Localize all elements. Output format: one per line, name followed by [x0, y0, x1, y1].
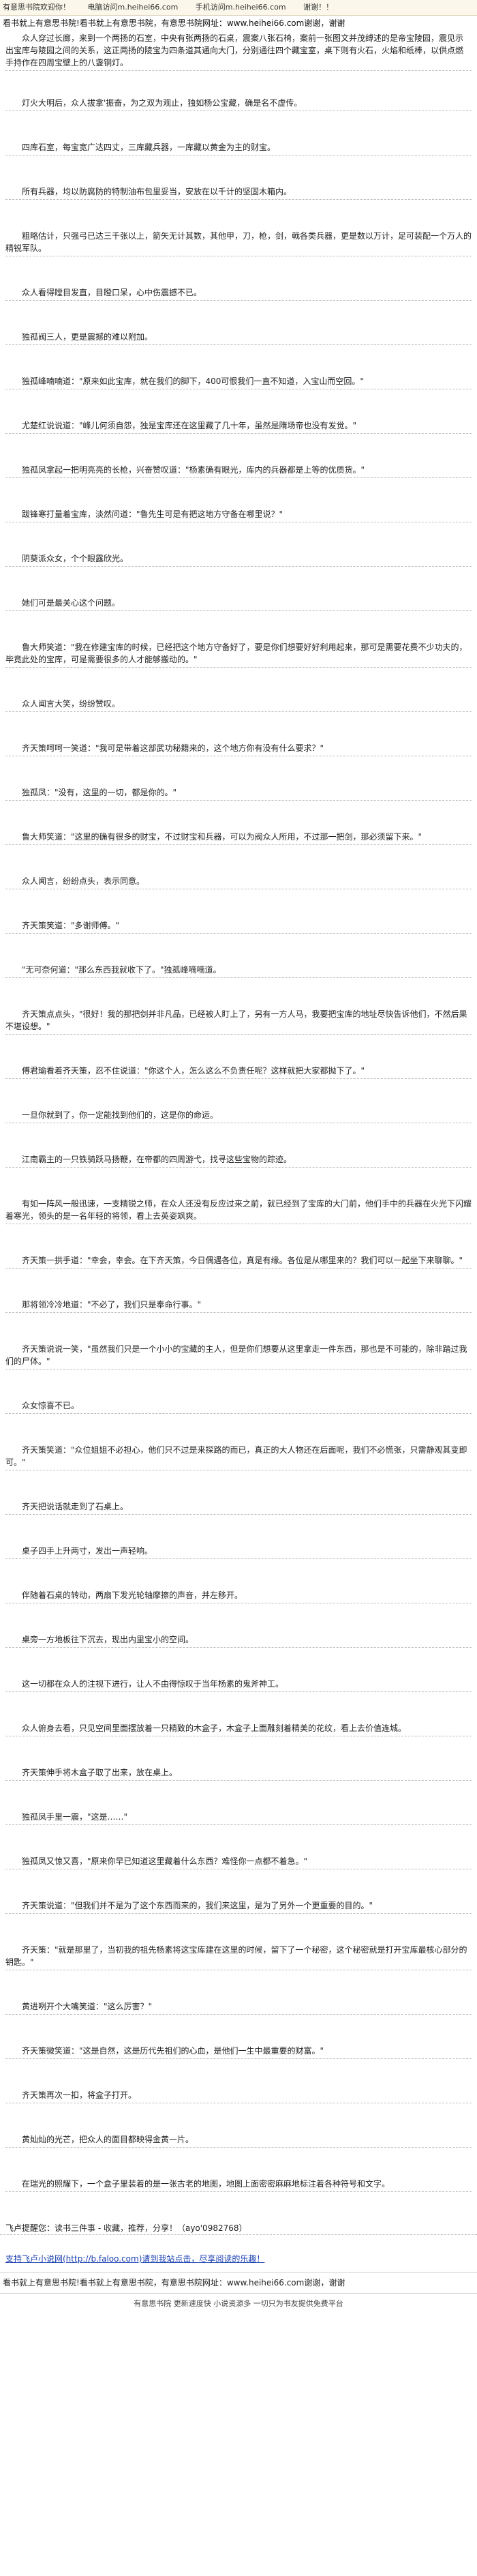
paragraph: 伴随着石桌的转动，两扇下发光轮轴摩擦的声音，并左移开。: [5, 1589, 472, 1603]
paragraph: 独孤凤拿起一把明亮亮的长枪，兴奋赞叹道："杨素确有眼光，库内的兵器都是上等的优质…: [5, 464, 472, 478]
paragraph: 众人看得瞠目发直，目瞪口呆，心中伤震撼不已。: [5, 286, 472, 301]
reading-tip: 飞卢提醒您：读书三件事 - 收藏，推荐，分享！（ayo'0982768）: [0, 2222, 477, 2235]
paragraph: 黄进咧开个大嘴笑道："这么厉害？": [5, 2000, 472, 2015]
paragraph: 齐天策微笑道："这是自然，这是历代先祖们的心血，是他们一生中最重要的财富。": [5, 2045, 472, 2059]
paragraph: 齐天把说话就走到了石桌上。: [5, 1500, 472, 1515]
paragraph: 齐天策说说一笑，"虽然我们只是一个小小的宝藏的主人，但是你们想要从这里拿走一件东…: [5, 1343, 472, 1370]
paragraph: 鲁大师笑道："这里的确有很多的财宝，不过财宝和兵器，可以为阀众人所用，不过那一把…: [5, 831, 472, 845]
intro-line-2: 众人穿过长廊，来到一个两扬的石室，中央有张两扬的石桌，震案八张石椅，案前一张: [22, 33, 333, 43]
paragraph: 一旦你就到了，你一定能找到他们的，这是你的命运。: [5, 1109, 472, 1123]
paragraph: 独孤峰喃喃道："原来如此宝库，就在我们的脚下，400可恨我们一直不知道，入宝山而…: [5, 375, 472, 389]
paragraph: 灯火大明后，众人拔拿'振奋，为之双为观止，独如杨公宝藏，确是名不虚传。: [5, 97, 472, 111]
paragraph: 黄灿灿的光芒，把众人的面目都映得金黄一片。: [5, 2133, 472, 2148]
paragraph: 桌子四手上升两寸，发出一声轻响。: [5, 1545, 472, 1559]
paragraph: 傅君瑜看着齐天策，忍不住说道："你这个人，怎么这么不负责任呢？这样就把大家都抛下…: [5, 1065, 472, 1079]
support-link[interactable]: 支持飞卢小说网(http://b.faloo.com)请到我站点击，尽享阅读的乐…: [5, 2254, 265, 2264]
paragraph: 独孤凤："没有，这里的一切，都是你的。": [5, 786, 472, 801]
paragraph: 齐天策："就是那里了，当初我的祖先杨素将这宝库建在这里的时候，留下了一个秘密，这…: [5, 1944, 472, 1970]
paragraph: 众人闻言，纷纷点头，表示同意。: [5, 875, 472, 889]
paragraph: 众女惊喜不已。: [5, 1400, 472, 1414]
paragraph: 四库石室，每宝宽广达四丈，三库藏兵器，一库藏以黄金为主的财宝。: [5, 141, 472, 156]
intro-line-4: 道其通向大门，分别通往四个藏宝室，桌下则有火石，火焰和纸棒，以供点燃手持作在四: [5, 46, 464, 68]
paragraph: 独孤凤又惊又喜，"原来你早已知道这里藏着什么东西？难怪你一点都不着急。": [5, 1855, 472, 1869]
paragraph: 那将领冷冷地道："不必了，我们只是奉命行事。": [5, 1299, 472, 1313]
paragraph: 齐天策说道："但我们并不是为了这个东西而来的，我们来这里，是为了另外一个更重要的…: [5, 1899, 472, 1914]
paragraph: 江南霸主的一只铁骑跃马扬鞭，在帝都的四周游弋，找寻这些宝物的踪迹。: [5, 1153, 472, 1168]
paragraph: 桌旁一方地板往下沉去，现出内里宝小的空间。: [5, 1633, 472, 1648]
paragraph: 在瑞光的照耀下，一个盒子里装着的是一张古老的地图，地图上面密密麻麻地标注着各种符…: [5, 2178, 472, 2192]
paragraph: 齐天策呵呵一笑道："我可是带着这部武功秘籍来的，这个地方你有没有什么要求？": [5, 742, 472, 756]
paragraph: 独孤阀三人，更是震撼的难以附加。: [5, 331, 472, 345]
paragraph: 齐天策笑道："多谢师傅。": [5, 919, 472, 934]
support-line: 支持飞卢小说网(http://b.faloo.com)请到我站点击，尽享阅读的乐…: [0, 2253, 477, 2265]
paragraph: "无可奈何道："那么东西我就收下了。"独孤峰嘀嘀道。: [5, 964, 472, 978]
bottom-tagline: 有意思书院 更新速度快 小说资源多 一切只为书友提供免费平台: [134, 2299, 343, 2308]
paragraph: 齐天策一拱手道："幸会，幸会。在下齐天策，今日偶遇各位，真是有缘。各位是从哪里来…: [5, 1254, 472, 1269]
paragraph: 鲁大师笑道："我在修建宝库的时候，已经把这个地方守备好了，要是你们想要好好利用起…: [5, 641, 472, 668]
paragraph: 有如一阵风一般迅速，一支精锐之师，在众人还没有反应过来之前，就已经到了宝库的大门…: [5, 1198, 472, 1224]
paragraph: 尤楚红说说道："峰儿何须自怨，独是宝库还在这里藏了几十年，虽然是隋场帝也没有发觉…: [5, 419, 472, 434]
mobile-link[interactable]: 手机访问m.heihei66.com: [195, 3, 286, 12]
chapter-content: 众人穿过长廊，来到一个两扬的石室，中央有张两扬的石桌，震案八张石椅，案前一张图文…: [0, 29, 477, 2192]
paragraph: 粗略估计，只强弓已达三千张以上，箭矢无计其数，其他甲，刀，枪，剑，戟各类兵器，更…: [5, 230, 472, 256]
intro-line-5: 周宝壁上的八盏铜灯。: [46, 58, 129, 68]
paragraph: 所有兵器，均以防腐防的特制油布包里妥当，安放在以千计的坚固木箱内。: [5, 186, 472, 200]
paragraph: 阴葵派众女，个个眼露欣光。: [5, 552, 472, 567]
paragraph: 独孤凤手里一震，"这是……": [5, 1811, 472, 1825]
paragraph: 众人闻言大笑，纷纷赞叹。: [5, 698, 472, 712]
thanks-text: 谢谢！！: [303, 3, 334, 12]
banner-line-1: 看书就上有意思书院!看书就上有意思书院，有意思书院网址：www.heihei66…: [3, 18, 345, 28]
intro-paragraph: 众人穿过长廊，来到一个两扬的石室，中央有张两扬的石桌，震案八张石椅，案前一张图文…: [5, 32, 472, 71]
paragraph: 齐天策点点头，"很好！我的那把剑并非凡品，已经被人盯上了，另有一方人马，我要把宝…: [5, 1008, 472, 1035]
paragraph-list: 灯火大明后，众人拔拿'振奋，为之双为观止，独如杨公宝藏，确是名不虚传。四库石室，…: [5, 97, 472, 2192]
paragraph: 这一切都在众人的注视下进行，让人不由得惊叹于当年杨素的鬼斧神工。: [5, 1678, 472, 1692]
paragraph: 众人俯身去看，只见空间里面摆放着一只精致的木盒子，木盒子上面雕刻着精美的花纹，看…: [5, 1722, 472, 1736]
paragraph: 齐天策伸手将木盒子取了出来，放在桌上。: [5, 1766, 472, 1781]
banner: 看书就上有意思书院!看书就上有意思书院，有意思书院网址：www.heihei66…: [0, 17, 477, 29]
paragraph: 她们可是最关心这个问题。: [5, 597, 472, 611]
paragraph: 齐天策再次一扣，将盒子打开。: [5, 2089, 472, 2103]
intro-line-3: 图文并茂缚述的是帝宝陵园，震见示出宝库与陵园之间的关系，这正两扬的陵宝为四条: [5, 33, 464, 55]
paragraph: 齐天策笑道："众位姐姐不必担心，他们只不过是来探路的而已，真正的大人物还在后面呢…: [5, 1444, 472, 1470]
bottom-banner: 看书就上有意思书院!看书就上有意思书院，有意思书院网址：www.heihei66…: [0, 2272, 477, 2294]
pc-link[interactable]: 电脑访问m.heihei66.com: [87, 3, 179, 12]
top-bar: 有意思书院欢迎你！ 电脑访问m.heihei66.com 手机访问m.heihe…: [0, 0, 477, 16]
welcome-text: 有意思书院欢迎你！: [3, 3, 70, 12]
paragraph: 跋锋寒打量着宝库，淡然问道："鲁先生可是有把这地方守备在哪里说？": [5, 508, 472, 522]
